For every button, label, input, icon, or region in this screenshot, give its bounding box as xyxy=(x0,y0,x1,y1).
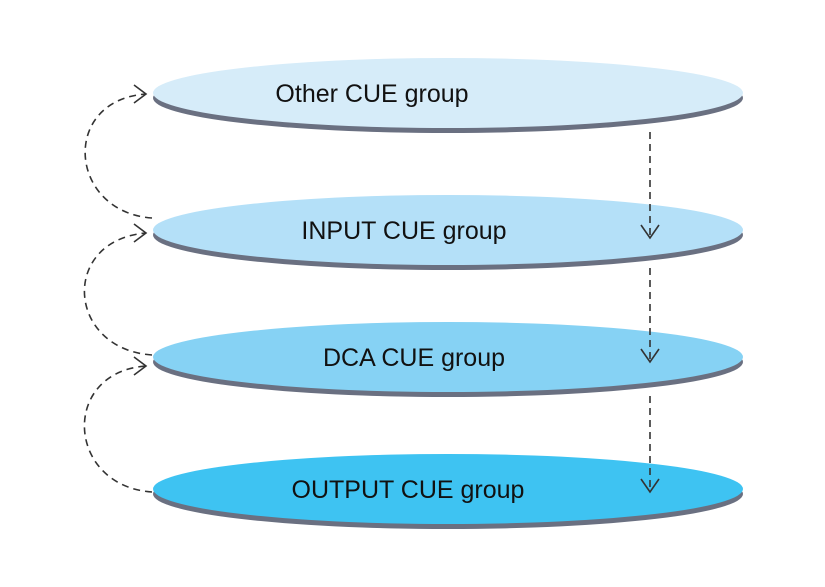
group-input-cue[interactable]: INPUT CUE group xyxy=(153,195,743,270)
flow-arrowhead-dca-to-output xyxy=(640,478,660,494)
group-output-cue-label: OUTPUT CUE group xyxy=(292,476,525,504)
loop-arrowhead-input-to-other xyxy=(133,84,148,104)
right-flow-arrows xyxy=(640,132,660,494)
loop-arrow-output-to-dca xyxy=(83,365,153,493)
group-input-cue-disk xyxy=(153,195,743,265)
group-other-cue-label: Other CUE group xyxy=(275,80,468,108)
loop-arrow-dca-to-input xyxy=(83,232,153,356)
group-output-cue[interactable]: OUTPUT CUE group xyxy=(153,454,743,529)
left-loop-arrows xyxy=(83,84,153,493)
group-output-cue-disk xyxy=(153,454,743,524)
group-other-cue-disk xyxy=(153,58,743,128)
group-dca-cue-label: DCA CUE group xyxy=(323,344,505,372)
group-dca-cue[interactable]: DCA CUE group xyxy=(153,322,743,397)
group-other-cue[interactable]: Other CUE group xyxy=(153,58,743,133)
group-input-cue-label: INPUT CUE group xyxy=(301,217,506,245)
loop-arrowhead-output-to-dca xyxy=(133,356,148,376)
flow-arrowhead-other-to-input xyxy=(640,224,660,240)
loop-arrow-input-to-other xyxy=(84,93,153,219)
loop-arrowhead-dca-to-input xyxy=(133,223,148,243)
flow-arrowhead-input-to-dca xyxy=(640,348,660,364)
group-dca-cue-disk xyxy=(153,322,743,392)
